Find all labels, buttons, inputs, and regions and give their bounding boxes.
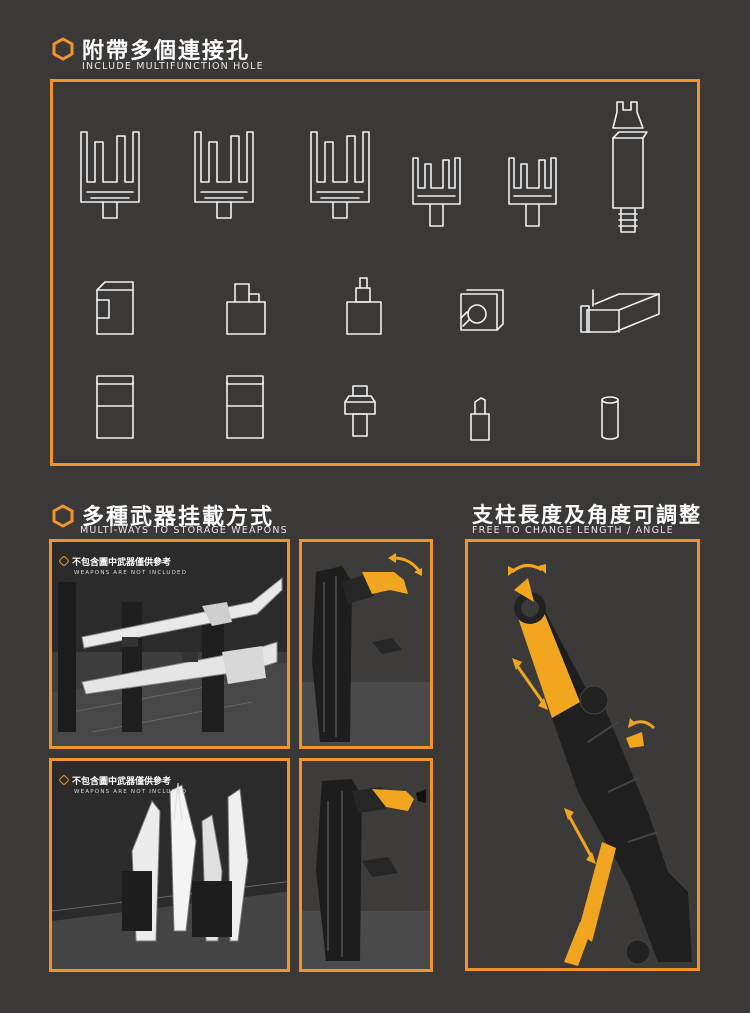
ball-socket-block: [460, 289, 504, 331]
fork-connector-large-2: [194, 131, 254, 219]
weapon-rack-illustration: [52, 576, 287, 746]
rotating-clip-illustration: [302, 553, 430, 746]
section-subtitle-weapons: MULTI-WAYS TO STORAGE WEAPONS: [80, 525, 288, 536]
adjustable-pillar-illustration: [508, 564, 692, 966]
peg-cube-part: [346, 277, 382, 335]
rotate-arrow-icon: [628, 718, 656, 730]
section-title-weapons: 多種武器挂載方式: [82, 505, 275, 530]
section-title-holes: 附帶多個連接孔: [82, 39, 251, 64]
section-subtitle-adjust: FREE TO CHANGE LENGTH / ANGLE: [472, 525, 674, 536]
weapon-storage-photo-2: 不包含圖中武器僅供參考 WEAPONS ARE NOT INCLUDED: [49, 758, 290, 972]
weapon-storage-photo-1: 不包含圖中武器僅供參考 WEAPONS ARE NOT INCLUDED: [49, 539, 290, 749]
cylinder-pin-part: [601, 396, 619, 440]
weapons-not-included-note: 不包含圖中武器僅供參考 WEAPONS ARE NOT INCLUDED: [58, 769, 187, 795]
adjustable-pillar-photo: [465, 539, 700, 971]
section-title-adjust: 支柱長度及角度可調整: [472, 503, 702, 527]
diamond-icon: [58, 773, 70, 786]
clip-closeup-illustration: [302, 779, 430, 969]
flat-pin-part: [470, 397, 490, 441]
connection-parts-illustration: [80, 101, 660, 441]
rotate-arrow-icon: [508, 564, 546, 576]
peg-block-part: [226, 283, 266, 335]
connection-holes-panel: [50, 79, 700, 466]
clip-joint-part: [96, 281, 134, 335]
fork-connector-large-1: [80, 131, 140, 219]
square-sleeve-part-1: [96, 375, 134, 439]
fork-connector-large-3: [310, 131, 370, 219]
double-arrow-icon: [564, 808, 596, 864]
section-subtitle-holes: INCLUDE MULTIFUNCTION HOLE: [82, 61, 264, 72]
clip-pillar-connector: [612, 101, 648, 233]
double-peg-adapter: [344, 385, 376, 437]
rotating-clip-photo-1: [299, 539, 433, 749]
fork-connector-small-2: [508, 157, 557, 227]
rotate-arrow-icon: [388, 553, 422, 576]
square-sleeve-part-2: [226, 375, 264, 439]
wedge-block-part: [580, 289, 660, 333]
hexagon-icon: [52, 37, 74, 61]
hexagon-icon: [52, 504, 74, 528]
fork-connector-small-1: [412, 157, 461, 227]
diamond-icon: [58, 554, 70, 567]
double-arrow-icon: [512, 658, 548, 710]
sword-rack-illustration: [52, 782, 287, 969]
rotating-clip-photo-2: [299, 758, 433, 972]
weapons-not-included-note: 不包含圖中武器僅供參考 WEAPONS ARE NOT INCLUDED: [58, 550, 187, 576]
